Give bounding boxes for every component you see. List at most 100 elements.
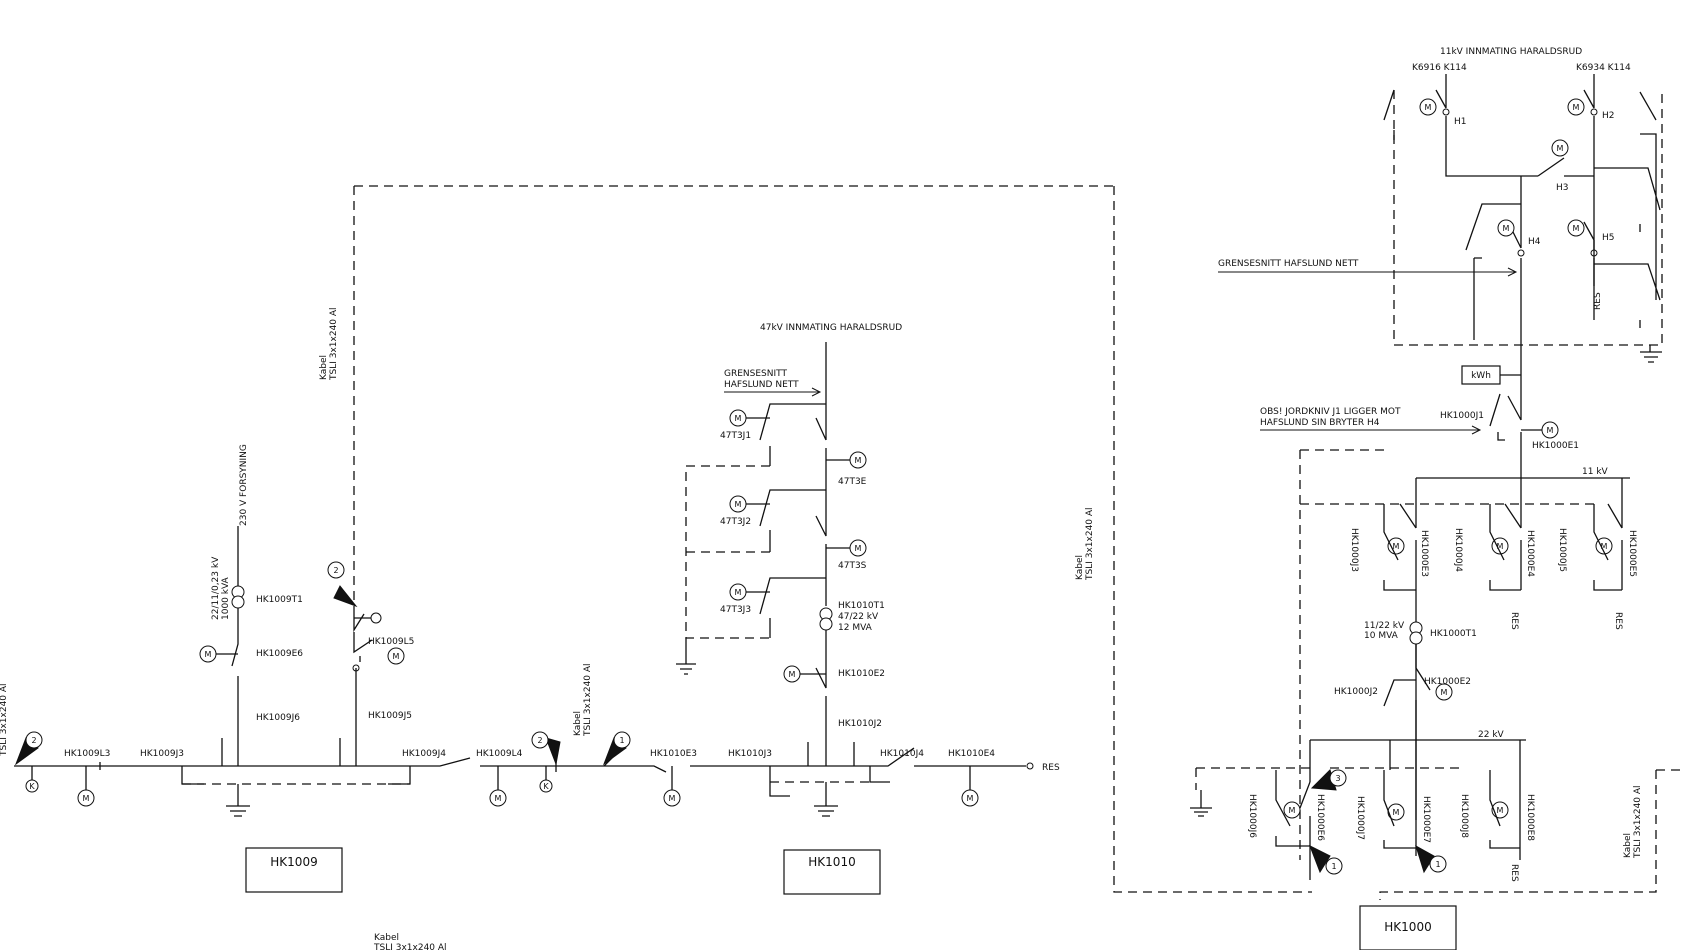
label-hk1010e4: HK1010E4 [948, 749, 995, 759]
feed-11kv-k2: K6934 K114 [1576, 63, 1631, 73]
earth-hk1000 [1190, 790, 1212, 817]
hafslund-boundary [1393, 90, 1663, 346]
svg-text:M: M [1573, 103, 1580, 112]
label-hk1009j6: HK1009J6 [256, 713, 300, 723]
res-h5: RES [1593, 292, 1603, 310]
obs-line-1: OBS! JORDKNIV J1 LIGGER MOT [1260, 407, 1401, 417]
svg-text:M: M [1503, 224, 1510, 233]
svg-text:M: M [1289, 806, 1296, 815]
hk1010t1-rating-1: 47/22 kV [838, 612, 879, 622]
earth-hafslund [1640, 345, 1662, 363]
incomer-47kv [815, 342, 827, 506]
incomer-h2 [1583, 74, 1595, 320]
hk1000t1-rating-1: 11/22 kV [1364, 621, 1405, 631]
motor-h1 [1419, 98, 1437, 116]
label-hk1010j3: HK1010J3 [728, 749, 772, 759]
label-hk1000j8: HK1000J8 [1459, 794, 1469, 838]
svg-text:M: M [735, 500, 742, 509]
svg-text:M: M [735, 414, 742, 423]
svg-text:3: 3 [1335, 774, 1340, 783]
label-hk1000j1: HK1000J1 [1440, 411, 1484, 421]
svg-text:K: K [29, 782, 35, 791]
svg-text:2: 2 [31, 736, 36, 745]
station-box-hk1010 [783, 849, 881, 895]
tag-3-hk1000 [1329, 769, 1347, 787]
svg-text:M: M [789, 670, 796, 679]
label-hk1009l5: HK1009L5 [368, 637, 414, 647]
obs-arrow [1260, 425, 1482, 435]
svg-text:M: M [1497, 806, 1504, 815]
motor-h2 [1567, 98, 1585, 116]
cable-kabel-bottom: Kabel [374, 933, 399, 943]
label-hk1000e8: HK1000E8 [1525, 794, 1535, 841]
label-h5: H5 [1602, 233, 1615, 243]
feeder-h5 [1583, 221, 1595, 286]
svg-text:M: M [855, 544, 862, 553]
earth-hk1009 [226, 784, 250, 817]
cable-spec-hk1010: TSLI 3x1x240 Al [583, 663, 593, 737]
hk1010-section: 47kV INNMATING HARALDSRUD GRENSESNITT HA… [353, 185, 1114, 817]
label-h1: H1 [1454, 117, 1467, 127]
motor-h1-label: M [1425, 103, 1432, 112]
earth-47kv [676, 638, 696, 675]
svg-text:2: 2 [537, 736, 542, 745]
tag-1-hk1010 [613, 731, 631, 749]
label-hk1000j5: HK1000J5 [1557, 528, 1567, 572]
hk1009-section: 230 V FORSYNING 22/11/0,23 kV 1000 kVA H… [0, 307, 604, 817]
res-hk1010: RES [1042, 763, 1060, 773]
svg-text:M: M [393, 652, 400, 661]
label-hk1000e1: HK1000E1 [1532, 441, 1579, 451]
grensesnitt-l1: GRENSESNITT [724, 369, 787, 379]
busbar-hk1009 [182, 738, 410, 767]
svg-text:M: M [1441, 688, 1448, 697]
feeder-hk1000e4 [1504, 478, 1522, 590]
feed-11kv-title: 11kV INNMATING HARALDSRUD [1440, 47, 1582, 57]
label-hk1009l3: HK1009L3 [64, 749, 110, 759]
svg-text:M: M [967, 794, 974, 803]
cable-spec-edge: TSLI 3x1x240 Al [0, 683, 9, 757]
hk1010t1-rating-2: 12 MVA [838, 623, 873, 633]
svg-text:M: M [855, 456, 862, 465]
label-hk1000j3: HK1000J3 [1349, 528, 1359, 572]
svg-text:M: M [1393, 808, 1400, 817]
svg-text:M: M [1601, 542, 1608, 551]
cable-kabel-left: Kabel [319, 355, 329, 380]
svg-text:M: M [669, 794, 676, 803]
svg-text:1: 1 [1331, 862, 1336, 871]
label-hk1009t1: HK1009T1 [256, 595, 303, 605]
label-hk1000j7: HK1000J7 [1355, 796, 1365, 840]
label-hk1010j2: HK1010J2 [838, 719, 882, 729]
label-hk1000e4: HK1000E4 [1525, 530, 1535, 577]
svg-text:2: 2 [333, 566, 338, 575]
cable-kabel-hk1010: Kabel [573, 711, 583, 736]
station-hk1000: HK1000 [1384, 920, 1431, 934]
earth-switch-hk1000j1 [1489, 393, 1505, 441]
svg-text:M: M [1547, 426, 1554, 435]
cable-kabel-hk1000: Kabel [1623, 833, 1633, 858]
hk1000t1-rating-2: 10 MVA [1364, 631, 1399, 641]
label-hk1009l4: HK1009L4 [476, 749, 523, 759]
tag-1-hk1000-a [1325, 857, 1343, 875]
tag-1-hk1000-b [1429, 855, 1447, 873]
hafslund-11kv-section: 11kV INNMATING HARALDSRUD K6916 K114 K69… [1218, 47, 1663, 363]
hk1000-dashed-left [1299, 450, 1600, 860]
label-47t3j1: 47T3J1 [720, 431, 751, 441]
tag-2-hk1009-top [327, 561, 345, 579]
cable-kabel-right: Kabel [1075, 555, 1085, 580]
label-47t3j2: 47T3J2 [720, 517, 751, 527]
label-hk1000e6: HK1000E6 [1315, 794, 1325, 841]
label-hk1000j6: HK1000J6 [1247, 794, 1257, 838]
label-hk1000e7: HK1000E7 [1421, 796, 1431, 843]
earth-hk1010 [814, 782, 838, 817]
svg-text:K: K [543, 782, 549, 791]
motor-h3 [1551, 139, 1569, 157]
label-hk1000j4: HK1000J4 [1453, 528, 1463, 572]
label-22kv: 22 kV [1478, 730, 1505, 740]
cable-spec-hk1000: TSLI 3x1x240 Al [1633, 785, 1643, 859]
svg-text:M: M [1573, 224, 1580, 233]
station-box-hk1000 [1359, 905, 1457, 950]
label-11kv: 11 kV [1582, 467, 1609, 477]
coupler-h3 [1537, 157, 1594, 177]
station-hk1010: HK1010 [808, 855, 855, 869]
tag-2-hk1009-right [531, 731, 549, 749]
